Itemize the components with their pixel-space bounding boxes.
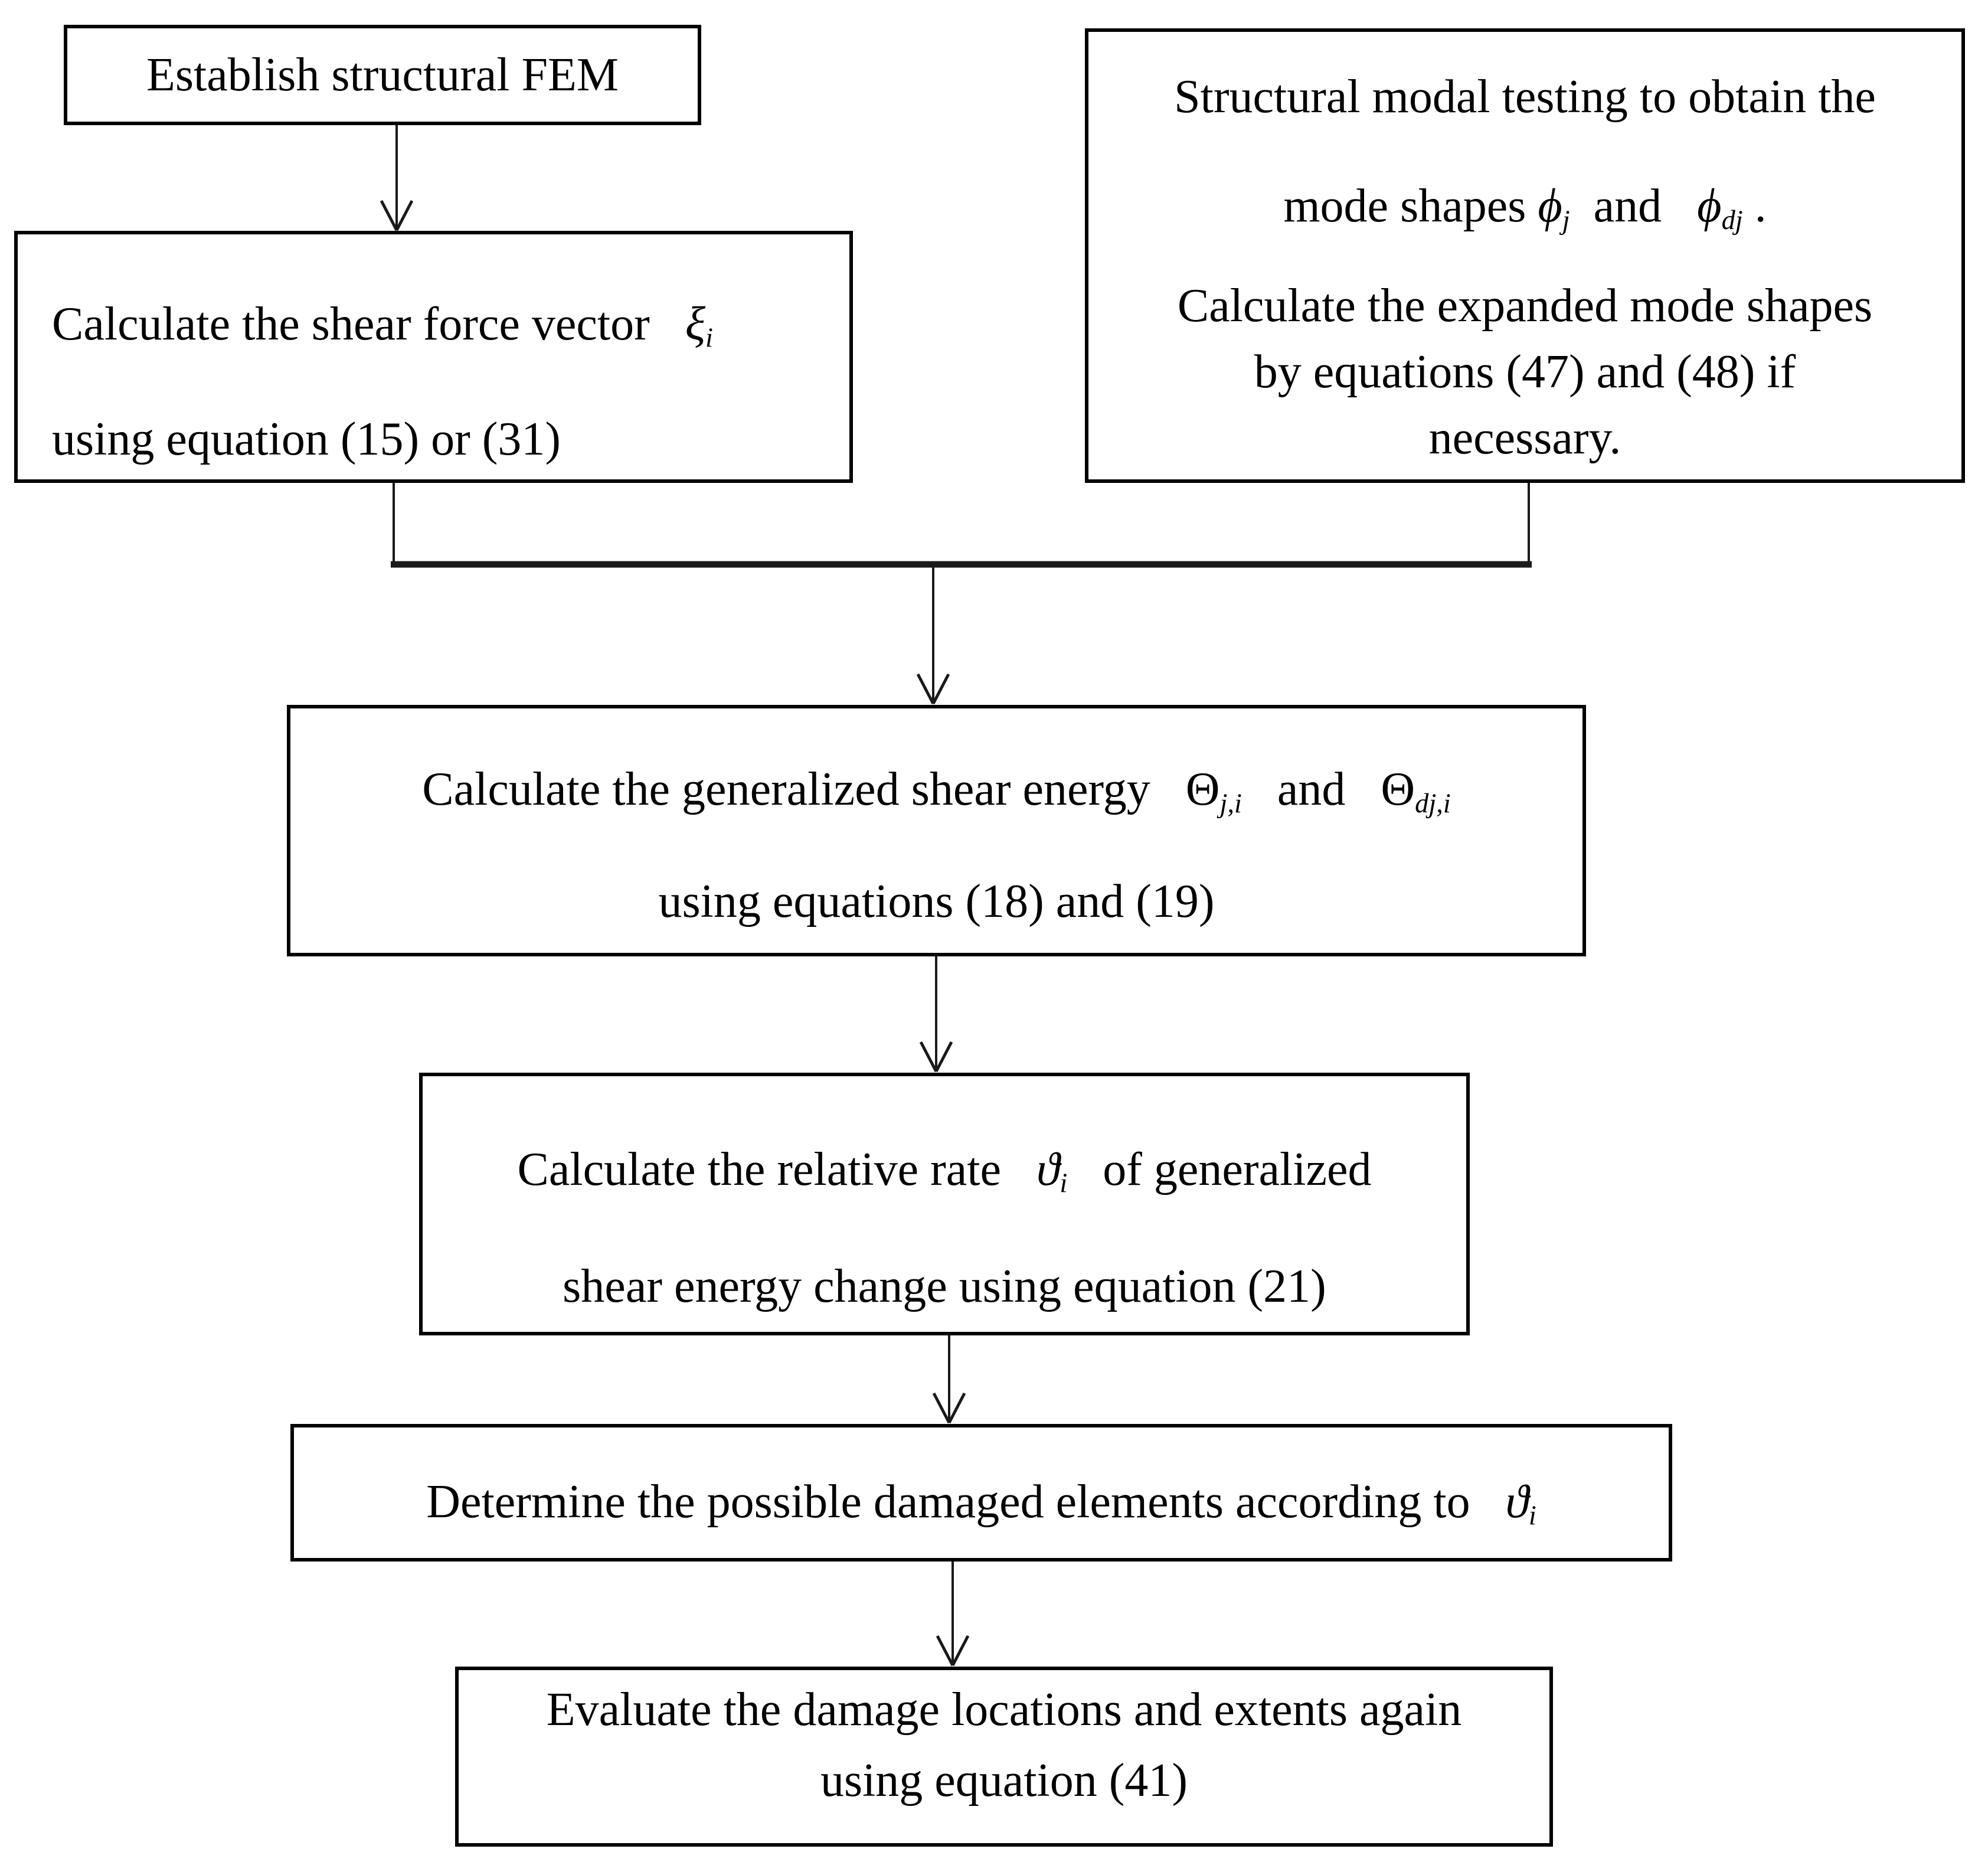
node-shear-force-vector: Calculate the shear force vector ξi usin…	[14, 231, 853, 483]
node-modal-testing-line-2: mode shapes ϕj and ϕdj .	[1283, 180, 1767, 236]
node-establish-fem: Establish structural FEM	[64, 25, 701, 125]
node-evaluate-line-2: using equation (41)	[820, 1754, 1188, 1807]
node-modal-testing-line-5: necessary.	[1428, 412, 1621, 464]
node-relative-rate: Calculate the relative rate ϑi of genera…	[419, 1073, 1470, 1335]
node-shear-force-line-2: using equation (15) or (31)	[52, 413, 561, 465]
node-establish-fem-text: Establish structural FEM	[146, 49, 619, 101]
arrow-establish-to-shearforce	[380, 125, 414, 231]
node-relative-rate-line-1: Calculate the relative rate ϑi of genera…	[517, 1143, 1372, 1199]
node-damaged-elements: Determine the possible damaged elements …	[290, 1424, 1672, 1562]
node-shear-force-line-1: Calculate the shear force vector ξi	[52, 298, 713, 354]
node-generalized-shear-energy: Calculate the generalized shear energy Θ…	[287, 705, 1586, 956]
node-relative-rate-line-2: shear energy change using equation (21)	[563, 1260, 1326, 1312]
node-shear-energy-line-2: using equations (18) and (19)	[658, 876, 1215, 927]
node-shear-energy-line-1: Calculate the generalized shear energy Θ…	[422, 763, 1451, 819]
node-evaluate-damage: Evaluate the damage locations and extent…	[455, 1667, 1553, 1847]
arrow-energy-to-rate	[919, 956, 953, 1073]
node-modal-testing: Structural modal testing to obtain the m…	[1085, 28, 1965, 483]
merge-connector	[391, 483, 1532, 705]
arrow-rate-to-elements	[932, 1335, 966, 1424]
arrow-elements-to-evaluate	[936, 1562, 970, 1667]
node-modal-testing-line-3: Calculate the expanded mode shapes	[1177, 280, 1873, 332]
node-damaged-elements-text: Determine the possible damaged elements …	[426, 1475, 1536, 1531]
node-modal-testing-line-1: Structural modal testing to obtain the	[1174, 71, 1876, 123]
node-evaluate-line-1: Evaluate the damage locations and extent…	[546, 1683, 1462, 1736]
node-modal-testing-line-4: by equations (47) and (48) if	[1254, 346, 1796, 398]
